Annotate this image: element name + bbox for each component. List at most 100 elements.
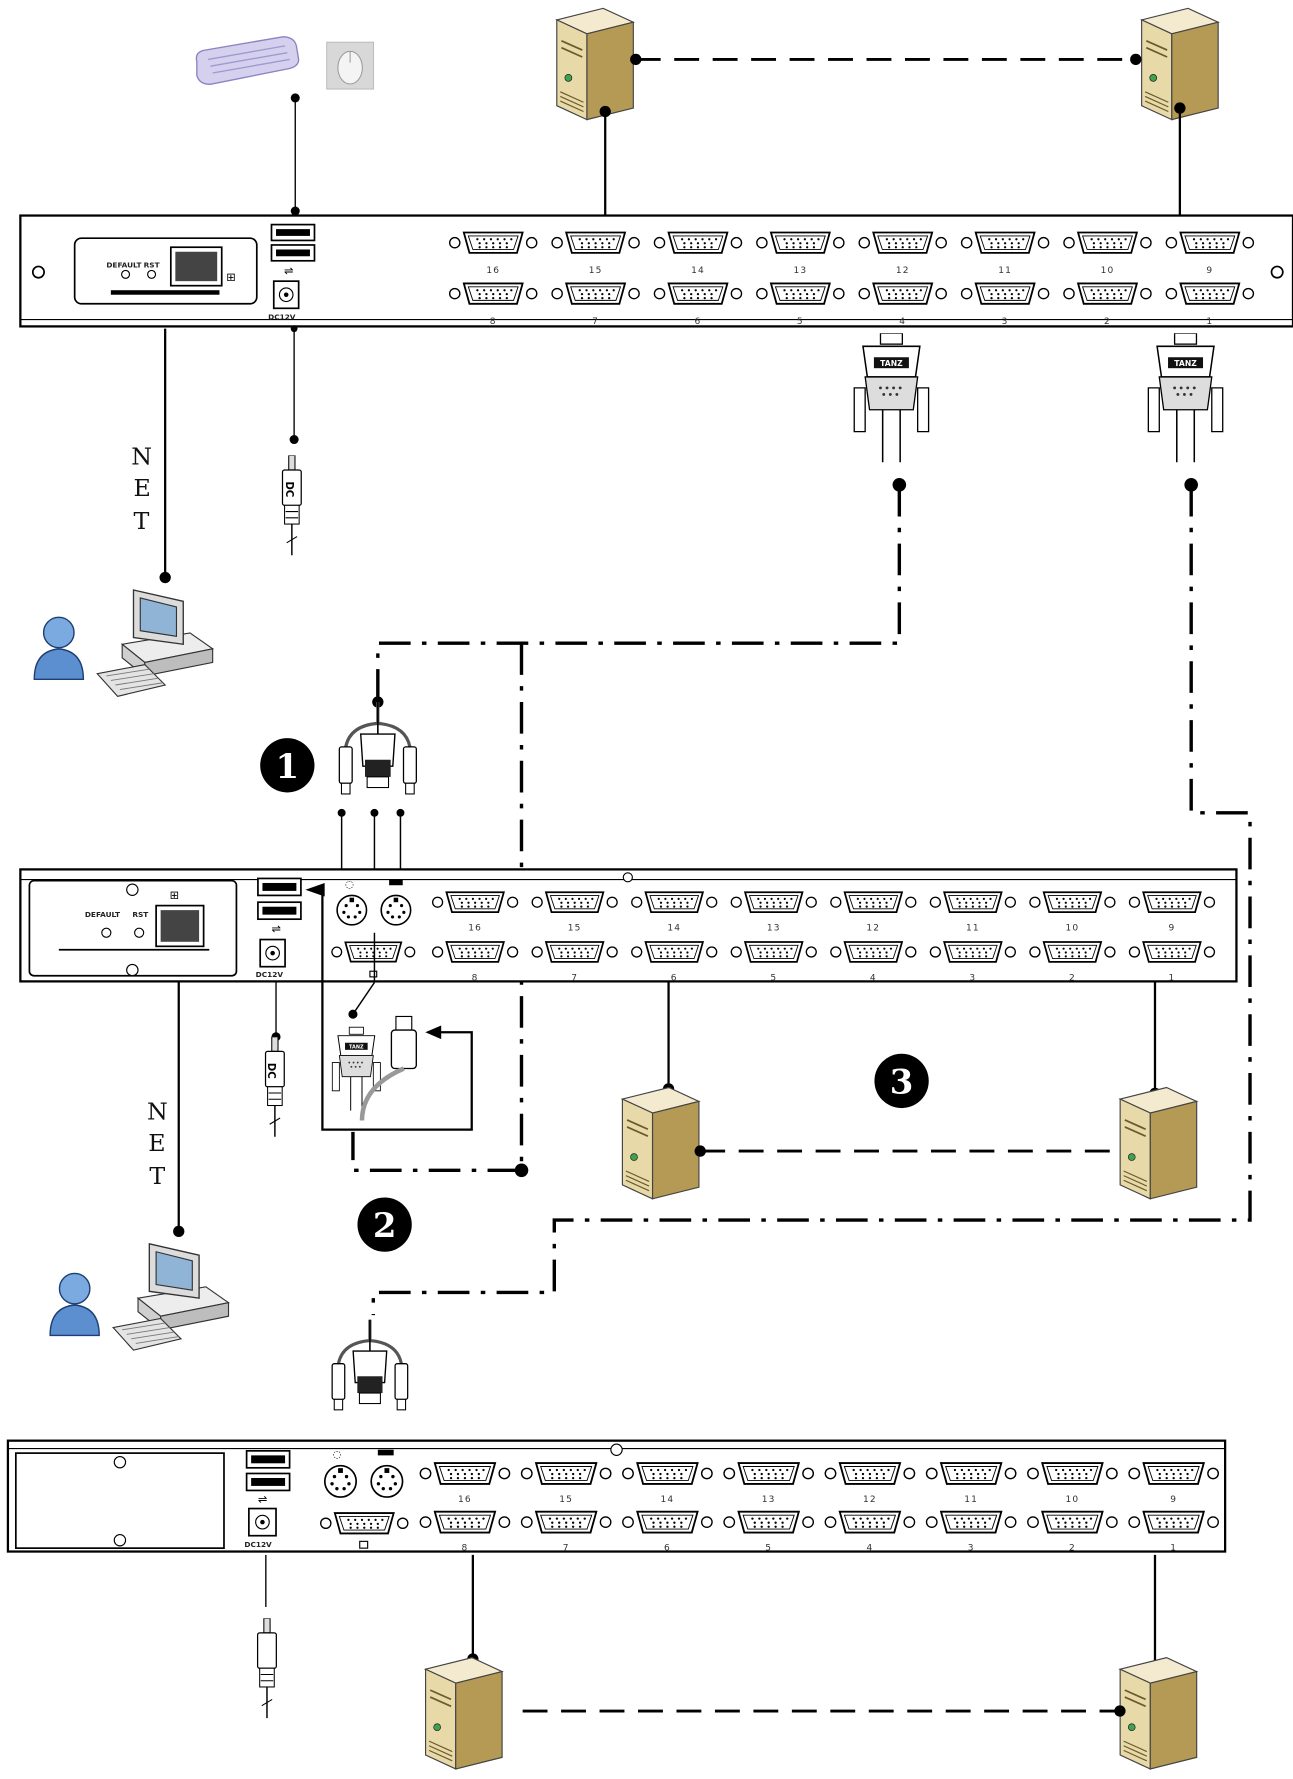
- port-number-label: 1: [1169, 973, 1176, 983]
- port-number-label: 6: [664, 1543, 671, 1553]
- port-number-label: 15: [568, 923, 582, 933]
- rst-button[interactable]: [135, 928, 144, 937]
- ps2-keyboard-port-icon[interactable]: [381, 895, 410, 924]
- usb-symbol-icon: ⇌: [284, 264, 294, 277]
- step-1-number: 1: [276, 747, 300, 787]
- port-number-label: 14: [661, 1495, 675, 1505]
- port-number-label: 7: [592, 317, 599, 327]
- mouse-icon: [327, 42, 374, 89]
- server-icon: [1120, 1088, 1197, 1199]
- dc12v-label: DC12V: [256, 970, 284, 979]
- port-number-label: 9: [1206, 266, 1213, 276]
- kvm-cable-icon: [339, 702, 416, 794]
- port-number-label: 2: [1104, 317, 1111, 327]
- port-number-label: 3: [969, 973, 976, 983]
- port-number-label: 12: [866, 923, 880, 933]
- computer-icon: [113, 1244, 228, 1350]
- port-number-label: 12: [896, 266, 910, 276]
- port-number-label: 10: [1101, 266, 1115, 276]
- dc-plug-label: DC: [265, 1063, 276, 1079]
- port-number-label: 14: [691, 266, 705, 276]
- usb-symbol-icon: ⇌: [258, 1493, 268, 1506]
- vga-connector-icon: [854, 333, 928, 462]
- user-icon: [50, 1273, 99, 1335]
- port-number-label: 4: [870, 973, 877, 983]
- net-label-letter: T: [149, 1162, 165, 1190]
- dc-plug-label: DC: [283, 481, 294, 497]
- port-number-label: 2: [1069, 973, 1076, 983]
- port-number-label: 13: [767, 923, 781, 933]
- port-number-label: 5: [770, 973, 777, 983]
- net-label-letter: N: [131, 442, 152, 470]
- power-plug-icon: [258, 1618, 277, 1718]
- keyboard-symbol-icon: [378, 1450, 394, 1456]
- port-number-label: 10: [1066, 923, 1080, 933]
- port-number-label: 11: [964, 1495, 978, 1505]
- port-number-label: 7: [571, 973, 578, 983]
- step-2-number: 2: [373, 1206, 397, 1246]
- user-icon: [34, 617, 83, 679]
- port-number-label: 9: [1170, 1495, 1177, 1505]
- port-number-label: 15: [559, 1495, 573, 1505]
- net-label-letter: T: [133, 507, 149, 535]
- port-number-label: 10: [1066, 1495, 1080, 1505]
- rst-button[interactable]: [148, 270, 156, 278]
- default-button[interactable]: [102, 928, 111, 937]
- port-number-label: 16: [486, 266, 500, 276]
- port-number-label: 13: [762, 1495, 776, 1505]
- port-number-label: 11: [966, 923, 980, 933]
- port-number-label: 13: [793, 266, 807, 276]
- kvm-switch-bottom: ⇌ DC12V ◌ 16 15 14 13 12 11 10 9 8 7 6 5 4 3 2 1: [8, 1441, 1225, 1554]
- power-plug-icon: [282, 455, 301, 555]
- port-number-label: 1: [1170, 1543, 1177, 1553]
- vga-connector-icon: [332, 1027, 380, 1110]
- port-number-label: 9: [1169, 923, 1176, 933]
- port-number-label: 1: [1206, 317, 1213, 327]
- port-number-label: 2: [1069, 1543, 1076, 1553]
- network-symbol-icon: ⊞: [226, 271, 235, 284]
- server-icon: [557, 8, 634, 119]
- port-number-label: 6: [695, 317, 702, 327]
- port-number-label: 11: [998, 266, 1012, 276]
- port-number-label: 4: [899, 317, 906, 327]
- network-symbol-icon: ⊞: [170, 889, 179, 902]
- default-button[interactable]: [122, 270, 130, 278]
- port-number-label: 12: [863, 1495, 877, 1505]
- vga-connector-icon: [1148, 333, 1222, 462]
- server-icon: [1120, 1658, 1197, 1769]
- port-number-label: 3: [968, 1543, 975, 1553]
- kvm-cable-icon: [332, 1320, 408, 1410]
- rst-label: RST: [132, 910, 148, 919]
- port-number-label: 3: [1002, 317, 1009, 327]
- port-number-label: 16: [458, 1495, 472, 1505]
- mouse-symbol-icon: ◌: [345, 880, 354, 891]
- computer-icon: [97, 590, 212, 696]
- default-label: DEFAULT: [85, 910, 120, 919]
- ps2-mouse-port-icon[interactable]: [325, 1466, 356, 1497]
- mouse-symbol-icon: ◌: [333, 1450, 342, 1461]
- port-number-label: 8: [461, 1543, 468, 1553]
- keyboard-icon: [196, 37, 298, 85]
- rst-label: RST: [144, 261, 160, 270]
- ps2-mouse-port-icon[interactable]: [337, 895, 366, 924]
- net-label-letter: N: [147, 1097, 168, 1125]
- step-3-number: 3: [890, 1062, 914, 1102]
- port-number-label: 5: [797, 317, 804, 327]
- port-number-label: 6: [671, 973, 678, 983]
- default-label: DEFAULT: [106, 261, 141, 270]
- keyboard-symbol-icon: [389, 880, 403, 886]
- server-icon: [622, 1088, 699, 1199]
- port-number-label: 7: [563, 1543, 570, 1553]
- usb-symbol-icon: ⇌: [271, 923, 281, 936]
- server-icon: [426, 1658, 503, 1769]
- port-number-label: 5: [765, 1543, 772, 1553]
- port-number-label: 4: [866, 1543, 873, 1553]
- port-number-label: 16: [468, 923, 482, 933]
- dc12v-label: DC12V: [244, 1540, 272, 1549]
- port-number-label: 15: [589, 266, 603, 276]
- port-number-label: 8: [490, 317, 497, 327]
- ps2-keyboard-port-icon[interactable]: [371, 1466, 402, 1497]
